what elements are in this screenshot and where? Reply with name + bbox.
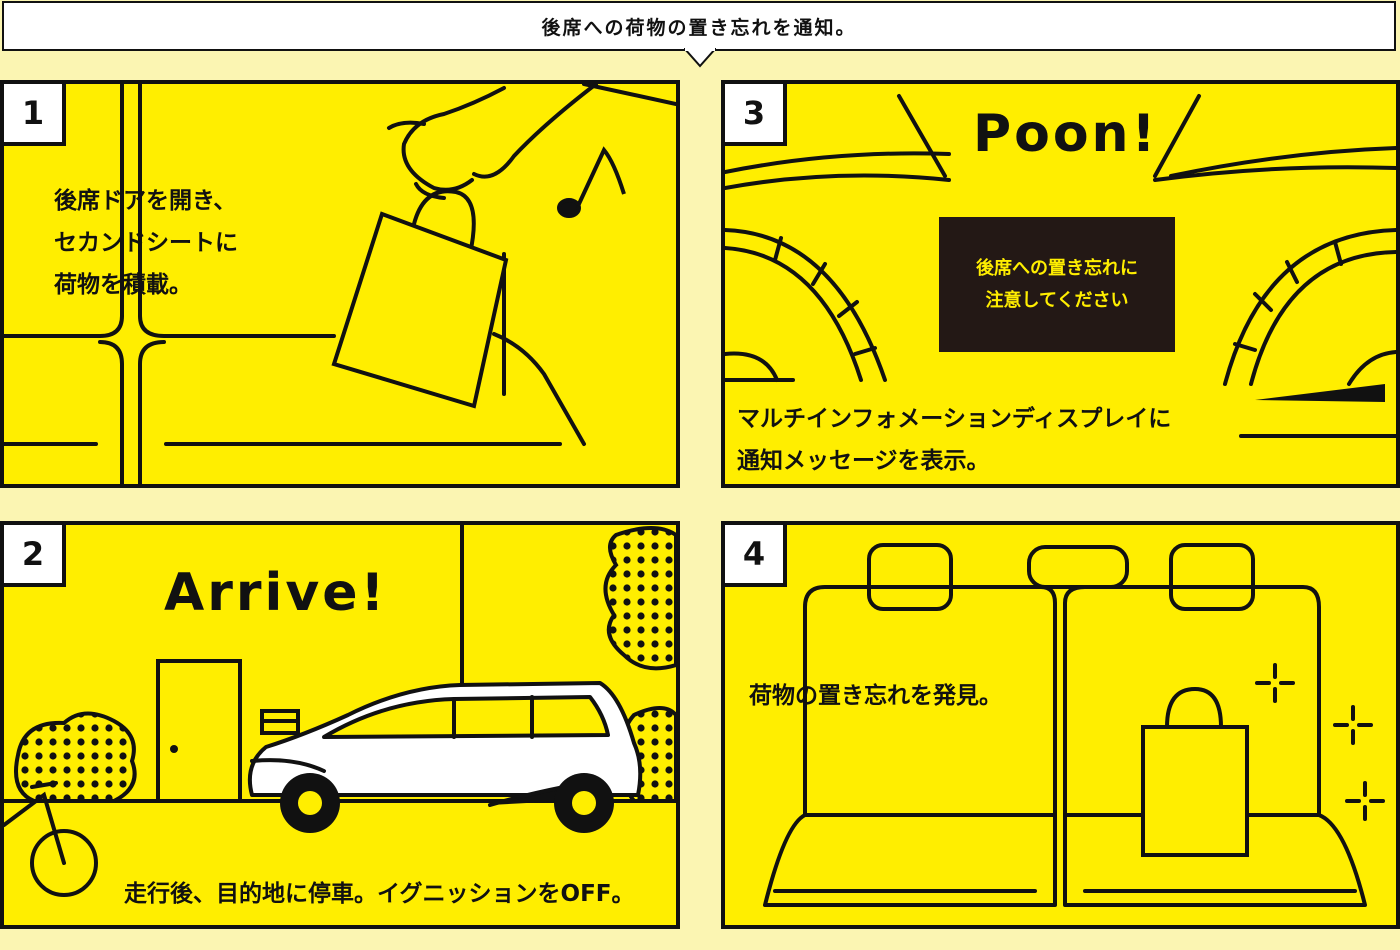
step-number: 2 xyxy=(4,525,66,587)
caption-line: 走行後、目的地に停車。イグニッションをOFF。 xyxy=(124,881,635,907)
instrument-panel-illustration xyxy=(725,94,1396,438)
caption-line: セカンドシートに xyxy=(54,230,238,256)
caption-line: 荷物を積載。 xyxy=(54,272,192,298)
caption-line: 通知メッセージを表示。 xyxy=(737,448,990,474)
step-number: 4 xyxy=(725,525,787,587)
step-number: 1 xyxy=(4,84,66,146)
caption-line: 荷物の置き忘れを発見。 xyxy=(749,683,1002,709)
display-message-line: 後席への置き忘れに xyxy=(976,257,1138,279)
display-message-line: 注意してください xyxy=(985,289,1129,311)
multi-information-display: 後席への置き忘れに 注意してください xyxy=(939,217,1175,352)
banner-title: 後席への荷物の置き忘れを通知。 xyxy=(2,1,1396,51)
caption-line: マルチインフォメーションディスプレイに xyxy=(737,406,1172,432)
panel-step-1: 1 xyxy=(0,80,680,488)
sparkle-icon xyxy=(1255,663,1385,821)
panel-step-2: 2 xyxy=(0,521,680,929)
parked-car-illustration xyxy=(4,525,676,897)
rear-seat-illustration xyxy=(763,543,1385,907)
poon-exclamation: Poon! xyxy=(973,104,1159,164)
panel-step-3: 3 xyxy=(721,80,1400,488)
caption-line: 後席ドアを開き、 xyxy=(54,188,237,214)
arrive-exclamation: Arrive! xyxy=(164,563,388,623)
banner-pointer xyxy=(684,48,716,68)
music-note-icon xyxy=(557,146,626,218)
panel-step-4: 4 xyxy=(721,521,1400,929)
step-number: 3 xyxy=(725,84,787,146)
car-door-illustration xyxy=(4,84,676,484)
